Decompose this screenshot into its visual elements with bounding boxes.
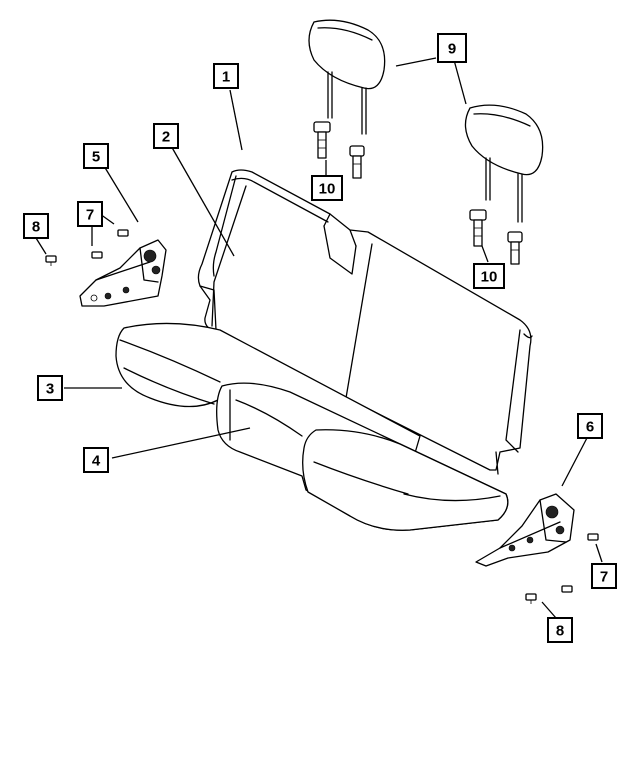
callout-8-left: 8 bbox=[23, 213, 49, 239]
seat-cushion-right bbox=[216, 382, 509, 531]
callout-9-label: 9 bbox=[448, 41, 456, 58]
callout-5: 5 bbox=[83, 143, 109, 169]
callout-7-left-label: 7 bbox=[86, 207, 94, 224]
callout-6-label: 6 bbox=[586, 419, 594, 436]
callout-8-left-label: 8 bbox=[32, 219, 40, 236]
callout-4-label: 4 bbox=[92, 453, 101, 470]
right-hinge-bracket bbox=[475, 493, 575, 567]
callout-10-left: 10 bbox=[311, 175, 343, 201]
callout-2-label: 2 bbox=[162, 129, 170, 146]
leader-lines bbox=[35, 57, 603, 619]
headrest-left bbox=[308, 19, 386, 135]
headrest-right bbox=[464, 104, 544, 223]
callout-8-right: 8 bbox=[547, 617, 573, 643]
callout-5-label: 5 bbox=[92, 149, 100, 166]
callout-7-right-label: 7 bbox=[600, 569, 608, 586]
headrest-guides-left bbox=[313, 121, 365, 179]
callout-6: 6 bbox=[577, 413, 603, 439]
fasteners-right bbox=[525, 533, 599, 604]
callout-1-label: 1 bbox=[222, 69, 230, 86]
left-hinge-bracket bbox=[79, 239, 167, 307]
callout-9: 9 bbox=[437, 33, 467, 63]
callout-3-label: 3 bbox=[46, 381, 54, 398]
seat-back bbox=[197, 169, 533, 475]
callout-10-right: 10 bbox=[473, 263, 505, 289]
callout-1: 1 bbox=[213, 63, 239, 89]
callout-3: 3 bbox=[37, 375, 63, 401]
callout-7-right: 7 bbox=[591, 563, 617, 589]
callout-2: 2 bbox=[153, 123, 179, 149]
callout-8-right-label: 8 bbox=[556, 623, 564, 640]
callout-7-left: 7 bbox=[77, 201, 103, 227]
callout-4: 4 bbox=[83, 447, 109, 473]
callout-10-right-label: 10 bbox=[481, 269, 498, 286]
fasteners-left bbox=[45, 229, 129, 266]
headrest-guides-right bbox=[469, 209, 523, 265]
callout-10-left-label: 10 bbox=[319, 181, 336, 198]
